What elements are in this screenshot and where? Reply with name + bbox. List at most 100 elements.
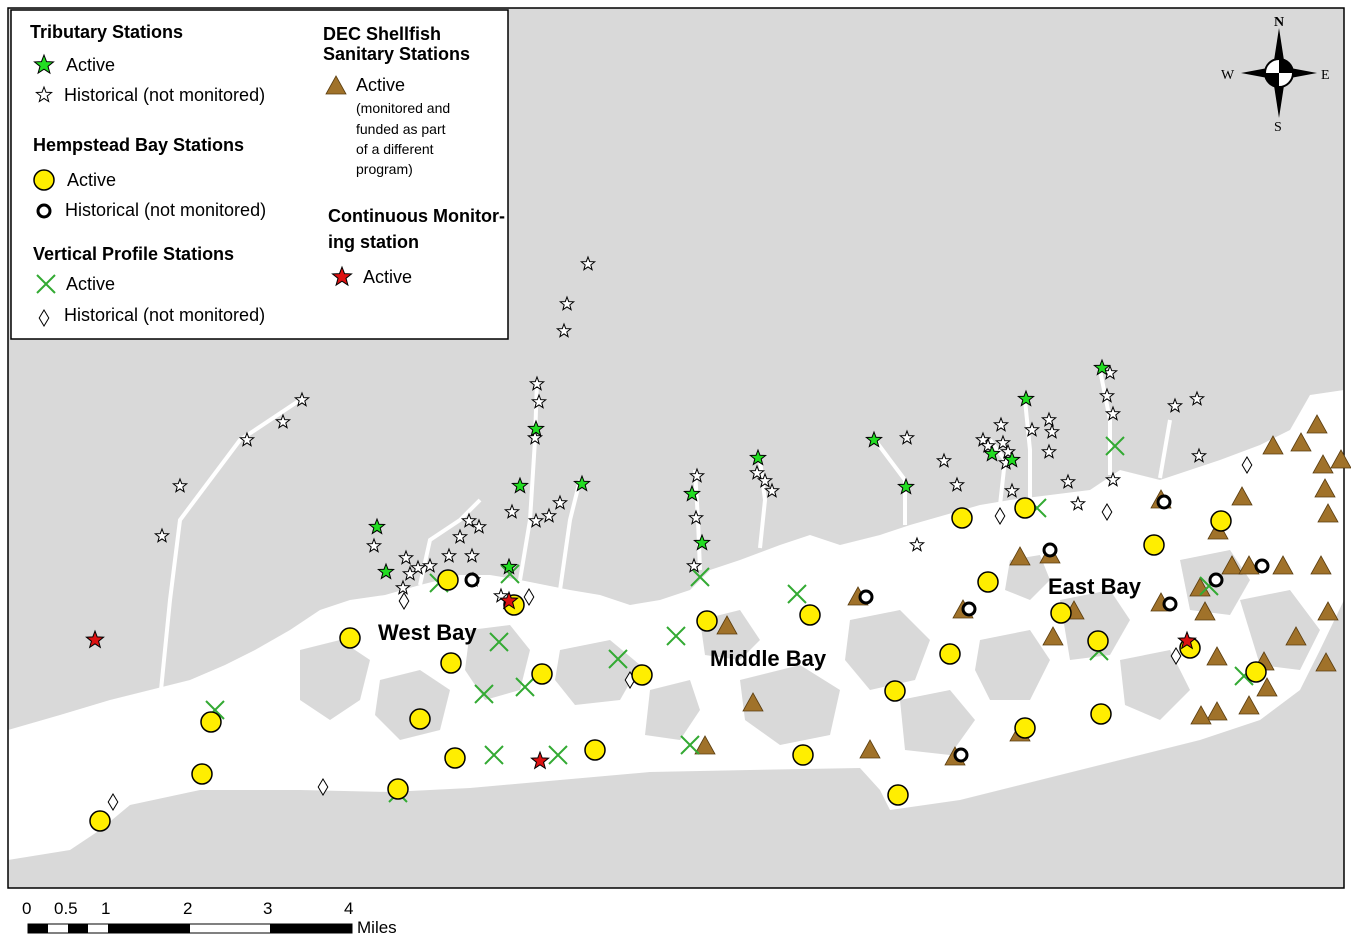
green-x-icon (608, 649, 628, 669)
brown-triangle-icon (1206, 701, 1228, 721)
outline-star-icon (579, 255, 597, 271)
outline-star-icon (1190, 447, 1208, 463)
shellfish-active-symbol-mark (325, 75, 347, 95)
brown-triangle-icon (694, 735, 716, 755)
red-star-icon (499, 590, 519, 610)
green-star-icon (693, 533, 711, 551)
yellow-circle-icon (440, 652, 462, 674)
outline-star-icon (394, 579, 412, 595)
outline-star-icon (1188, 390, 1206, 406)
middle-bay-label: Middle Bay (710, 646, 827, 671)
brown-triangle-icon (1330, 449, 1351, 469)
outline-star-icon (1003, 482, 1021, 498)
ring-icon (858, 589, 874, 605)
yellow-circle-icon (951, 507, 973, 529)
yellow-circle-icon (191, 763, 213, 785)
legend-hempstead-active: Active (67, 170, 116, 190)
yellow-circle-icon (531, 663, 553, 685)
scale-tick-3: 3 (263, 899, 272, 918)
yellow-circle-icon (1014, 497, 1036, 519)
scale-segment-4 (270, 924, 352, 933)
red-star-icon (85, 629, 105, 649)
green-star-icon (897, 477, 915, 495)
outline-star-icon (470, 518, 488, 534)
outline-star-icon (540, 507, 558, 523)
legend-continuous-active: Active (363, 267, 412, 287)
brown-triangle-icon (1317, 601, 1339, 621)
continuous-active-symbol-mark (331, 265, 353, 287)
brown-triangle-icon (1231, 486, 1253, 506)
brown-triangle-icon (1312, 454, 1334, 474)
yellow-circle-icon (1087, 630, 1109, 652)
yellow-circle-icon (1050, 602, 1072, 624)
legend-hempstead-historical: Historical (not monitored) (65, 200, 266, 220)
outline-star-icon (688, 467, 706, 483)
green-star-icon (500, 557, 518, 575)
scale-tick-2: 2 (183, 899, 192, 918)
outline-star-icon (238, 431, 256, 447)
green-star-icon (865, 430, 883, 448)
green-star-icon (1017, 389, 1035, 407)
green-star-icon (1093, 358, 1111, 376)
green-star-icon (573, 474, 591, 492)
outline-star-icon (527, 512, 545, 528)
scale-unit-label: Miles (357, 918, 397, 937)
green-x-icon (787, 584, 807, 604)
diamond-icon (317, 778, 329, 796)
brown-triangle-icon (1206, 646, 1228, 666)
green-star-icon (749, 448, 767, 466)
compass-e-label: E (1321, 68, 1330, 83)
outline-star-icon (1104, 471, 1122, 487)
outline-star-icon (898, 429, 916, 445)
brown-triangle-icon (1238, 555, 1260, 575)
tributary-historical-symbol (35, 85, 53, 103)
legend-continuous-heading-2: ing station (328, 232, 419, 252)
outline-star-icon (1166, 397, 1184, 413)
vertical-active-symbol (36, 274, 56, 294)
tributary-historical-symbol-mark (35, 85, 53, 103)
green-x-icon (489, 632, 509, 652)
scale-segment-1 (28, 924, 48, 933)
brown-triangle-icon (1317, 503, 1339, 523)
scale-segment-3 (108, 924, 190, 933)
compass-s-label: S (1274, 120, 1282, 135)
tributary-active-symbol-mark (33, 53, 55, 75)
compass-n-label: N (1274, 15, 1284, 30)
legend-tributary-active: Active (66, 55, 115, 75)
outline-star-icon (979, 437, 997, 453)
green-x-icon (1105, 436, 1125, 456)
compass-quadrant-ne (1279, 59, 1293, 73)
compass-rose: N S W E (1221, 15, 1330, 135)
legend-vertical-historical: Historical (not monitored) (64, 305, 265, 325)
diamond-icon (398, 592, 410, 610)
yellow-circle-icon (444, 747, 466, 769)
ring-icon (1162, 596, 1178, 612)
ring-icon (1208, 572, 1224, 588)
green-star-icon (1003, 450, 1021, 468)
scale-tick-0-5: 0.5 (54, 899, 78, 918)
outline-star-icon (451, 528, 469, 544)
yellow-circle-icon (977, 571, 999, 593)
stations-layer (85, 255, 1351, 832)
outline-star-icon (409, 559, 427, 575)
brown-triangle-icon (716, 615, 738, 635)
legend-hempstead-heading: Hempstead Bay Stations (33, 135, 244, 155)
scale-tick-0: 0 (22, 899, 31, 918)
outline-star-icon (1059, 473, 1077, 489)
green-x-icon (500, 564, 520, 584)
tributary-active-symbol (33, 53, 55, 75)
legend-vertical-heading: Vertical Profile Stations (33, 244, 234, 264)
outline-star-icon (756, 472, 774, 488)
yellow-circle-icon (1143, 534, 1165, 556)
red-star-icon (1177, 630, 1197, 650)
legend-box (10, 9, 509, 340)
yellow-circle-icon (696, 610, 718, 632)
outline-star-icon (274, 413, 292, 429)
brown-triangle-icon (1306, 414, 1328, 434)
yellow-circle-icon (339, 627, 361, 649)
brown-triangle-icon (1009, 546, 1031, 566)
outline-star-icon (171, 477, 189, 493)
yellow-circle-icon (387, 778, 409, 800)
outline-star-icon (293, 391, 311, 407)
